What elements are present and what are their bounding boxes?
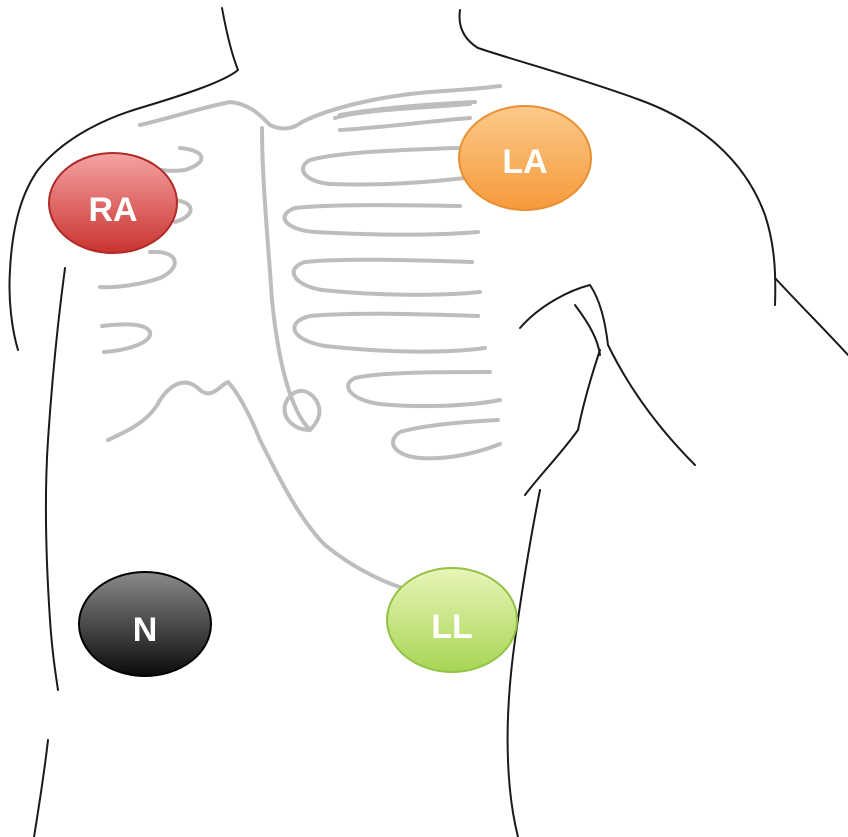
pectoral-fold-inner [575,305,600,355]
electrode-la: LA [459,106,591,210]
rib-right-3 [285,205,478,235]
rib-right-4 [294,260,480,295]
electrode-ll-label: LL [431,608,473,646]
rib-right-1 [335,104,470,130]
torso-left-lower [34,740,48,837]
electrode-ll: LL [387,568,517,672]
clavicle-left [140,102,302,128]
ribcage [100,86,500,590]
torso-left-side [46,268,65,690]
electrode-n-label: N [133,611,158,649]
rib-right-5 [294,314,485,352]
rib-right-2 [303,148,465,185]
rib-left-4 [102,324,150,352]
costal-margin [108,382,410,590]
rib-left-3 [100,252,175,287]
sternum [262,128,319,430]
electrode-ra-label: RA [88,191,137,229]
body-outline [9,8,848,837]
electrode-ra: RA [49,153,177,253]
rib-right-6 [348,372,500,406]
torso-right-side [508,490,540,837]
pectoral-fold [520,285,695,465]
pectoral-line [525,350,600,495]
rib-right-7 [393,420,500,458]
electrode-la-label: LA [502,143,547,181]
arm-right-outer [775,278,848,355]
electrode-n: N [79,572,211,676]
